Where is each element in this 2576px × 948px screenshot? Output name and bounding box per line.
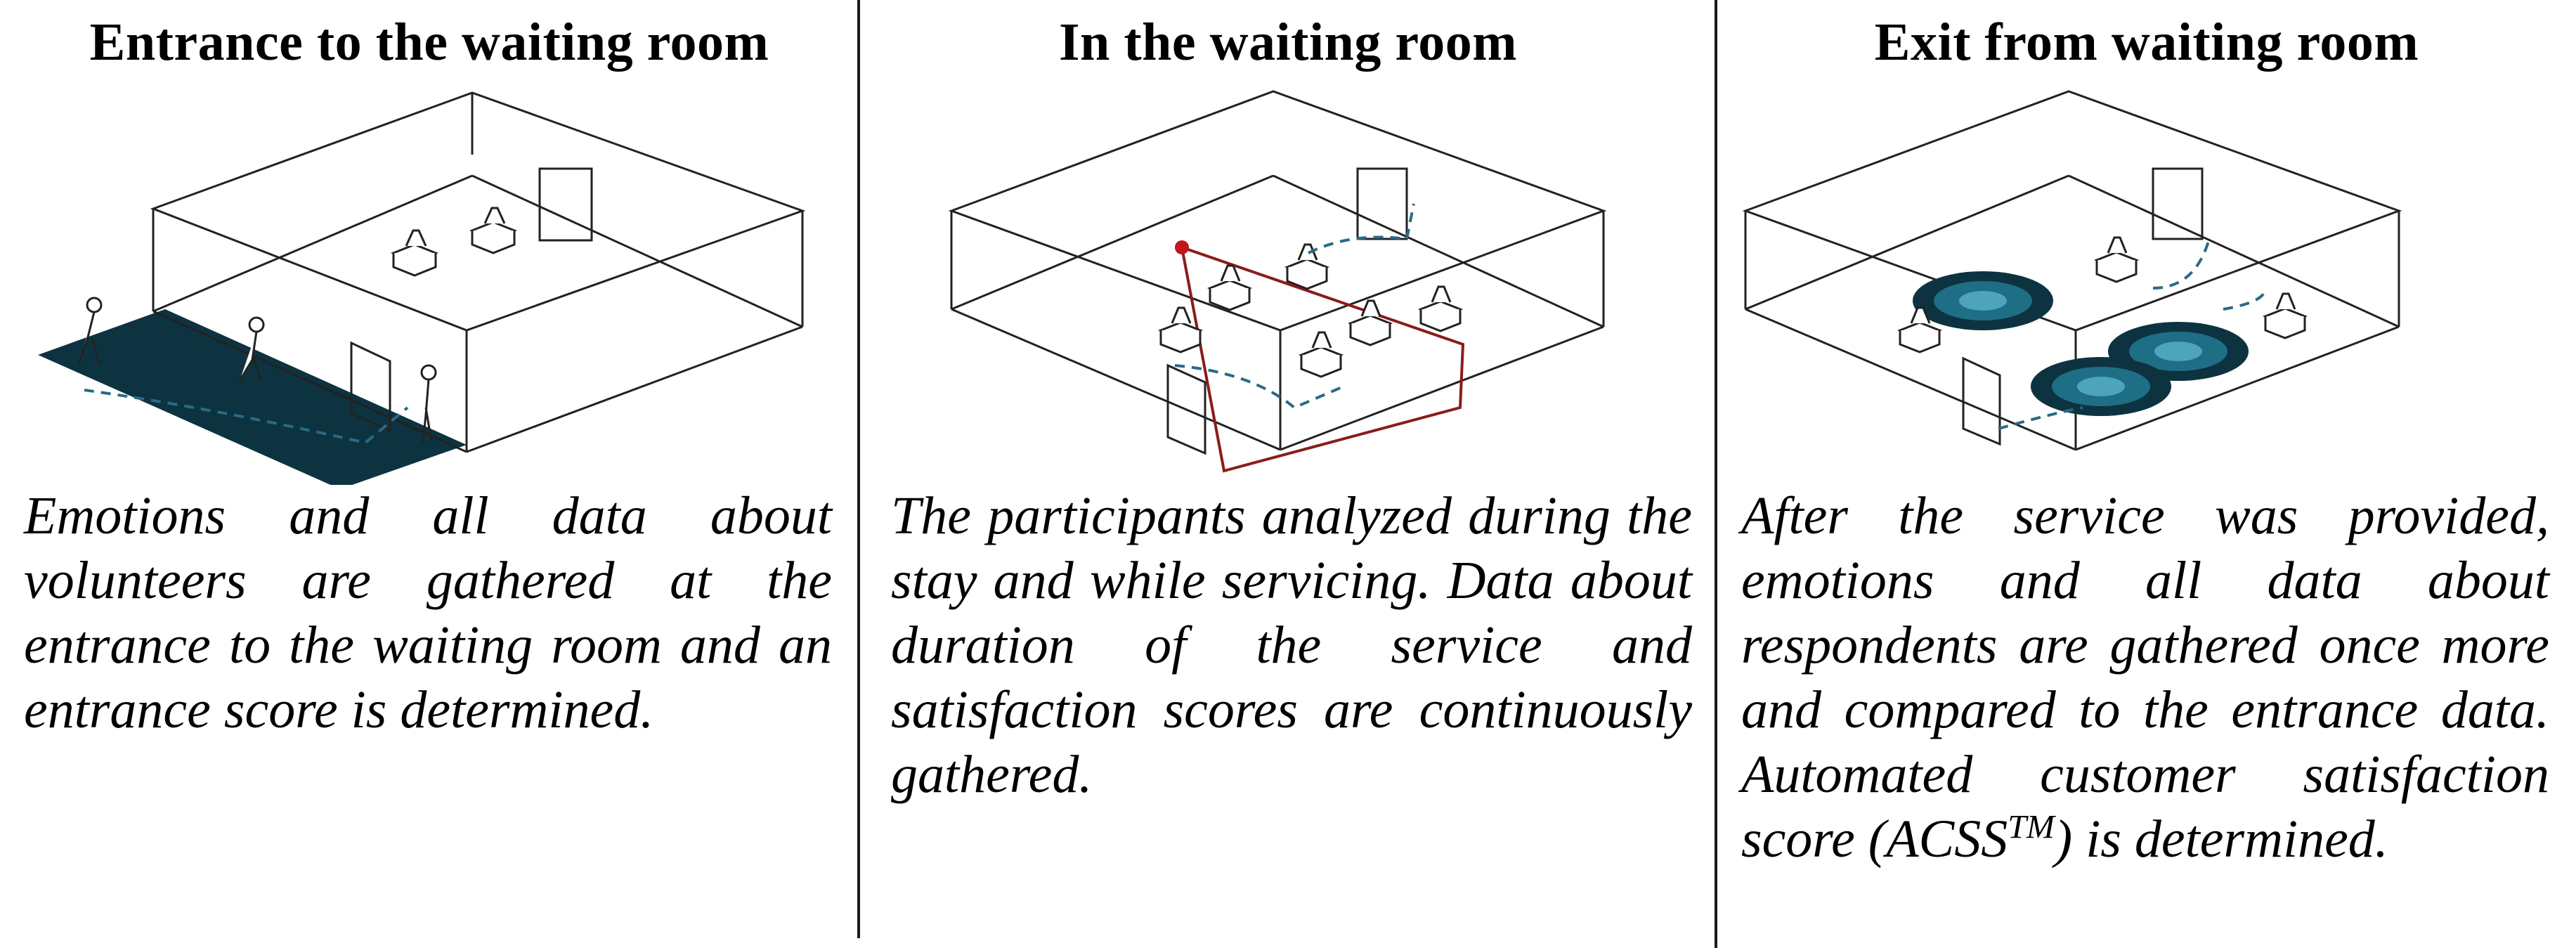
panel-divider [1715,0,1717,948]
entrance-room-diagram [38,91,806,485]
description-text: After the service was provided, emotions… [1741,486,2549,869]
panel-description: After the service was provided, emotions… [1741,483,2549,871]
back-door [538,167,593,242]
back-door [1356,167,1408,240]
panel-title: Exit from waiting room [1874,13,2419,72]
back-door [2152,167,2204,240]
walking-path [84,389,409,445]
panel-waiting: In the waiting room The participants an [859,0,1717,948]
room-ceiling-back [948,90,1607,332]
panel-description: The participants analyzed during the sta… [891,486,1692,804]
chair-icon [1157,243,1464,378]
panel-description: Emotions and all data about volunteers a… [24,486,832,739]
walking-path [1174,203,1415,410]
front-door [1166,363,1206,455]
chair-icon [1897,236,2308,353]
panel-entrance: Entrance to the waiting room [0,0,859,948]
panel-title: In the waiting room [1058,13,1517,72]
front-door [1962,356,2001,446]
chair-icon [390,207,518,277]
description-text-end: ) is determined. [2054,810,2388,869]
panel-divider [857,0,860,938]
panel-exit: Exit from waiting room After the service… [1717,0,2576,948]
room-ceiling-back [150,91,806,332]
person-icon [77,297,437,443]
entrance-floor [38,309,467,485]
waiting-room-diagram [948,90,1607,473]
walking-path [1998,238,2267,430]
camera-icon [1175,240,1189,254]
emotion-heatmap [1913,271,2249,416]
room-ceiling-back [1742,90,2402,332]
exit-room-diagram [1742,90,2402,451]
trademark-superscript: TM [2008,808,2055,846]
panel-title: Entrance to the waiting room [89,13,769,72]
front-door [350,341,391,433]
